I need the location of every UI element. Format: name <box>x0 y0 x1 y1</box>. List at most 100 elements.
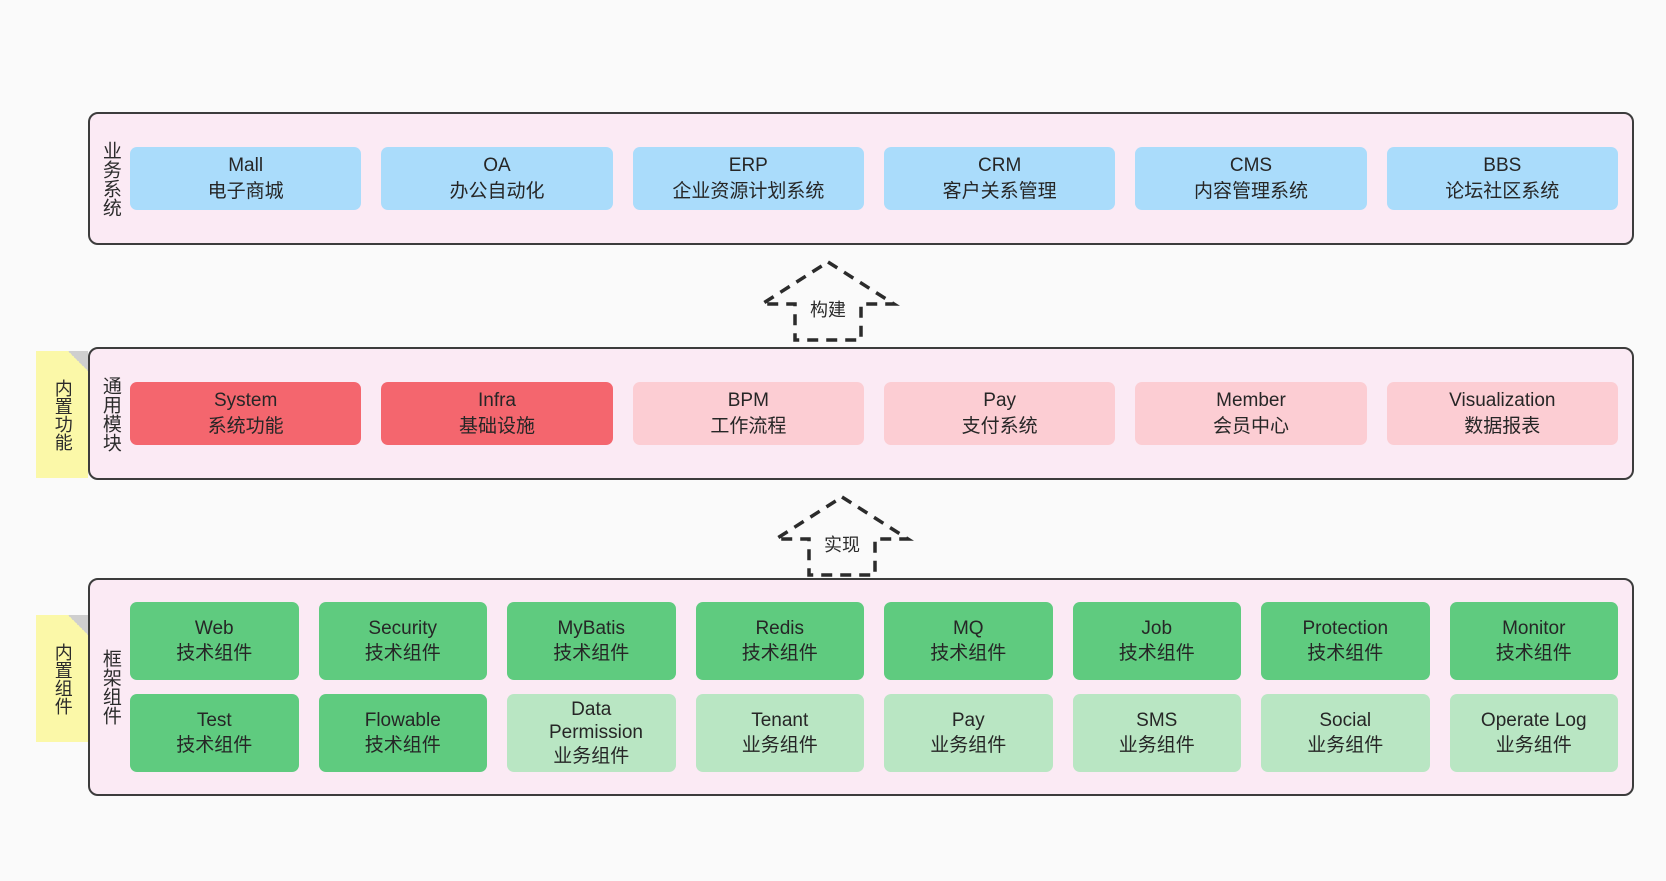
card-title-en: Web <box>194 617 234 639</box>
layer-business-system: 业务系统 Mall 电子商城 OA 办公自动化 ERP 企业资源计划系统 CRM… <box>88 112 1634 245</box>
card-title-en: Job <box>1141 617 1173 639</box>
card-title-cn: 业务组件 <box>741 735 818 756</box>
card-title-en: Redis <box>755 617 805 639</box>
card-title-en: Mall <box>228 155 264 177</box>
card-title-en: Infra <box>477 390 516 412</box>
card-social[interactable]: Social 业务组件 <box>1261 694 1430 772</box>
card-pay-component[interactable]: Pay 业务组件 <box>884 694 1053 772</box>
layer-title-framework-component: 框架组件 <box>99 649 121 725</box>
arrow-implement-label: 实现 <box>824 535 860 555</box>
card-web[interactable]: Web 技术组件 <box>130 602 299 680</box>
card-title-en: OA <box>483 155 511 177</box>
arrow-build-shape <box>755 259 901 342</box>
layer-title-business-system: 业务系统 <box>99 140 121 217</box>
card-row: System 系统功能 Infra 基础设施 BPM 工作流程 Pay 支付系统… <box>130 382 1618 445</box>
note-builtin-component: 内置组件 <box>36 615 88 742</box>
card-title-en: Security <box>368 617 438 639</box>
card-security[interactable]: Security 技术组件 <box>318 602 487 680</box>
card-title-en: Social <box>1319 709 1372 731</box>
card-oa[interactable]: OA 办公自动化 <box>381 147 613 210</box>
card-title-cn: 技术组件 <box>553 643 630 664</box>
card-title-en: Data Permission <box>548 699 643 744</box>
card-bbs[interactable]: BBS 论坛社区系统 <box>1386 147 1618 210</box>
card-title-en: Flowable <box>364 709 441 731</box>
card-title-cn: 支付系统 <box>961 415 1038 437</box>
card-title-en: Visualization <box>1449 390 1556 412</box>
card-data-permission[interactable]: Data Permission 业务组件 <box>507 694 676 772</box>
card-redis[interactable]: Redis 技术组件 <box>695 602 864 680</box>
layer-title-common-module: 通用模块 <box>99 375 121 452</box>
card-sms[interactable]: SMS 业务组件 <box>1072 694 1241 772</box>
card-test[interactable]: Test 技术组件 <box>130 694 299 772</box>
card-system[interactable]: System 系统功能 <box>130 382 362 445</box>
card-title-cn: 电子商城 <box>207 180 284 202</box>
card-row: Test 技术组件 Flowable 技术组件 Data Permission … <box>130 694 1618 772</box>
card-title-cn: 论坛社区系统 <box>1445 180 1560 202</box>
card-title-cn: 技术组件 <box>364 643 441 664</box>
card-tenant[interactable]: Tenant 业务组件 <box>695 694 864 772</box>
card-title-cn: 业务组件 <box>1118 735 1195 756</box>
card-title-cn: 技术组件 <box>176 735 253 756</box>
card-mybatis[interactable]: MyBatis 技术组件 <box>507 602 676 680</box>
card-member[interactable]: Member 会员中心 <box>1135 382 1367 445</box>
card-title-en: Pay <box>983 390 1017 412</box>
card-title-cn: 业务组件 <box>553 745 630 767</box>
card-title-cn: 会员中心 <box>1212 415 1289 437</box>
card-title-cn: 系统功能 <box>207 415 284 437</box>
card-title-cn: 技术组件 <box>741 643 818 664</box>
card-title-en: System <box>213 390 278 412</box>
card-flowable[interactable]: Flowable 技术组件 <box>318 694 487 772</box>
card-title-cn: 技术组件 <box>930 643 1007 664</box>
arrow-implement-shape <box>769 494 915 577</box>
layer-body-business-system: Mall 电子商城 OA 办公自动化 ERP 企业资源计划系统 CRM 客户关系… <box>130 114 1632 243</box>
card-title-en: ERP <box>728 155 768 177</box>
card-title-cn: 客户关系管理 <box>942 180 1057 202</box>
card-mq[interactable]: MQ 技术组件 <box>884 602 1053 680</box>
card-title-en: Protection <box>1302 617 1389 639</box>
card-title-cn: 业务组件 <box>1495 735 1572 756</box>
card-title-cn: 技术组件 <box>1118 643 1195 664</box>
layer-body-common-module: System 系统功能 Infra 基础设施 BPM 工作流程 Pay 支付系统… <box>130 349 1632 478</box>
card-title-cn: 技术组件 <box>364 735 441 756</box>
card-protection[interactable]: Protection 技术组件 <box>1261 602 1430 680</box>
card-mall[interactable]: Mall 电子商城 <box>130 147 362 210</box>
card-title-cn: 企业资源计划系统 <box>672 180 825 202</box>
card-operate-log[interactable]: Operate Log 业务组件 <box>1449 694 1618 772</box>
note-label: 内置组件 <box>52 642 73 715</box>
card-title-cn: 基础设施 <box>458 415 535 437</box>
layer-common-module: 通用模块 System 系统功能 Infra 基础设施 BPM 工作流程 Pay… <box>88 347 1634 480</box>
card-monitor[interactable]: Monitor 技术组件 <box>1449 602 1618 680</box>
card-title-cn: 办公自动化 <box>449 180 545 202</box>
card-title-en: MyBatis <box>557 617 626 639</box>
arrow-build-label: 构建 <box>810 300 846 320</box>
layer-body-framework-component: Web 技术组件 Security 技术组件 MyBatis 技术组件 Redi… <box>130 580 1632 794</box>
card-infra[interactable]: Infra 基础设施 <box>381 382 613 445</box>
card-title-en: CMS <box>1229 155 1273 177</box>
card-visualization[interactable]: Visualization 数据报表 <box>1386 382 1618 445</box>
card-pay[interactable]: Pay 支付系统 <box>883 382 1116 445</box>
card-title-cn: 技术组件 <box>1495 643 1572 664</box>
card-title-cn: 业务组件 <box>1307 735 1384 756</box>
card-row: Web 技术组件 Security 技术组件 MyBatis 技术组件 Redi… <box>130 602 1618 680</box>
card-title-cn: 工作流程 <box>710 415 787 437</box>
card-crm[interactable]: CRM 客户关系管理 <box>883 147 1116 210</box>
card-title-cn: 数据报表 <box>1464 415 1541 437</box>
card-title-cn: 技术组件 <box>176 643 253 664</box>
card-row: Mall 电子商城 OA 办公自动化 ERP 企业资源计划系统 CRM 客户关系… <box>130 147 1618 210</box>
card-title-en: Monitor <box>1502 617 1566 639</box>
card-erp[interactable]: ERP 企业资源计划系统 <box>632 147 864 210</box>
card-job[interactable]: Job 技术组件 <box>1072 602 1241 680</box>
card-title-en: BPM <box>727 390 769 412</box>
card-cms[interactable]: CMS 内容管理系统 <box>1135 147 1367 210</box>
card-title-cn: 技术组件 <box>1307 643 1384 664</box>
card-title-en: CRM <box>978 155 1022 177</box>
arrow-implement: 实现 <box>769 493 915 579</box>
card-title-cn: 内容管理系统 <box>1193 180 1308 202</box>
card-title-en: MQ <box>952 617 984 639</box>
card-title-en: Pay <box>951 709 985 731</box>
card-title-cn: 业务组件 <box>930 735 1007 756</box>
card-title-en: Test <box>196 709 232 731</box>
card-title-en: Tenant <box>751 709 809 731</box>
card-bpm[interactable]: BPM 工作流程 <box>632 382 864 445</box>
